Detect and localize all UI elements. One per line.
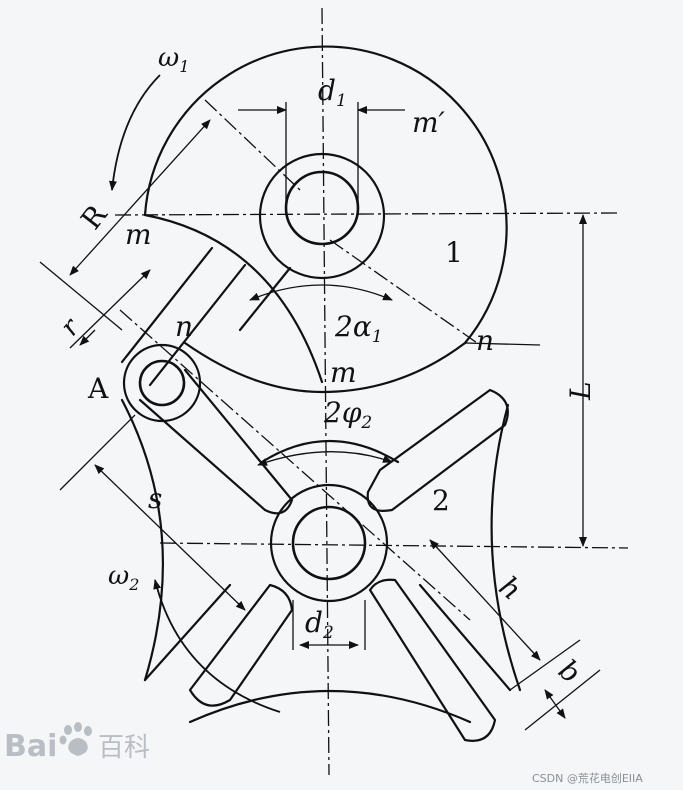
label-R: R [74, 198, 114, 236]
r-dimension-line [69, 119, 211, 276]
small-r-dim-2 [79, 329, 96, 346]
slot-lower-right [368, 578, 497, 742]
horizontal-center-line-2 [159, 542, 629, 549]
label-A: A [87, 372, 109, 405]
s-dimension-line [94, 464, 246, 611]
label-n-left: n [175, 310, 193, 343]
label-L: L [564, 381, 597, 401]
crank-arm-inner [238, 266, 292, 332]
horizontal-center-line-1 [114, 212, 621, 216]
label-m-prime: m′ [412, 106, 446, 139]
label-omega2: ω2 [108, 561, 139, 594]
slot-lower-left [188, 583, 294, 707]
vertical-center-line [321, 7, 330, 776]
slot-upper-right [366, 388, 509, 512]
pin-a-circle [138, 359, 186, 407]
label-m-left: m [125, 218, 152, 251]
label-r: r [55, 312, 87, 342]
h-dimension-line [429, 539, 541, 661]
s-ext [59, 414, 136, 491]
label-m-bottom: m [330, 356, 357, 389]
label-two: 2 [432, 484, 450, 517]
driving-disc-outline [143, 45, 508, 345]
slot-upper-left [138, 368, 294, 515]
csdn-credit: CSDN @荒花电创EIIA [532, 772, 643, 785]
omega1-arrow [108, 74, 161, 191]
baidu-watermark: Bai 百科 [4, 722, 150, 764]
hub2-outer-circle [269, 483, 389, 603]
disc-lower-arc [183, 341, 467, 394]
geneva-upper-concave [260, 440, 400, 464]
label-alpha: 2α1 [334, 310, 383, 347]
geneva-right-concave [490, 403, 522, 692]
omega2-arrow [153, 579, 281, 713]
watermark-brand-cn: 百科 [98, 733, 150, 763]
geneva-left-concave [120, 398, 165, 682]
label-s: s [148, 482, 162, 515]
slot-lower-left-edge [143, 583, 232, 682]
pin-a-outer [122, 343, 202, 423]
b-dim-line [544, 689, 566, 719]
diag-line-2 [329, 239, 481, 346]
small-r-dimension [69, 269, 151, 349]
diag-line-1 [119, 309, 471, 621]
hub2-inner-circle [291, 505, 367, 581]
alpha-arc [249, 284, 393, 301]
b-dim-ext-1 [509, 639, 581, 691]
hub1-inner-circle [284, 170, 360, 246]
watermark-brand: Bai [4, 729, 57, 764]
label-n-right: n [476, 324, 494, 357]
hub1-outer-circle [258, 152, 386, 280]
label-d1: d1 [318, 74, 347, 111]
label-one: 1 [445, 236, 463, 269]
r-ext-1 [39, 261, 123, 331]
paw-icon [59, 722, 92, 756]
label-d2: d2 [305, 606, 334, 643]
diag-line-left-up [204, 99, 301, 191]
label-phi: 2φ2 [323, 396, 372, 433]
label-omega1: ω1 [158, 43, 189, 76]
n-right-ext [464, 342, 541, 346]
geneva-lower-concave [188, 689, 472, 724]
phi-arc [257, 451, 393, 466]
